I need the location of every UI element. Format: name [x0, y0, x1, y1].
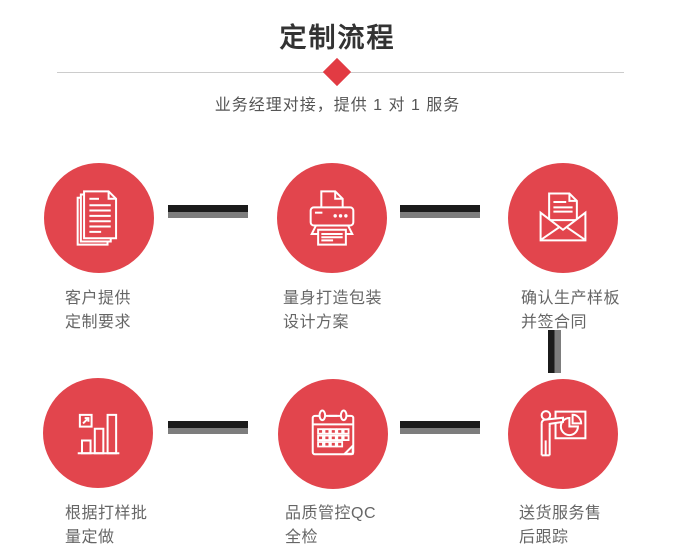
connector-vertical [548, 330, 561, 373]
subtitle: 业务经理对接，提供 1 对 1 服务 [214, 97, 461, 114]
calendar-icon [301, 402, 365, 466]
connector-horizontal [400, 205, 480, 218]
step-circle-1 [44, 163, 154, 273]
page-title: 定制流程 [279, 23, 396, 53]
diamond-icon [322, 57, 352, 87]
step-label-3: 确认生产样板 并签合同 [521, 290, 621, 331]
step-circle-3 [508, 163, 618, 273]
step-circle-4 [43, 378, 153, 488]
connector-horizontal [168, 421, 248, 434]
step-label-1: 客户提供 定制要求 [65, 290, 132, 331]
step-circle-2 [277, 163, 387, 273]
bar-chart-icon [66, 401, 130, 465]
connector-horizontal [400, 421, 480, 434]
documents-icon [67, 186, 131, 250]
step-label-4: 根据打样批 量定做 [65, 505, 148, 546]
step-label-6: 送货服务售 后跟踪 [519, 505, 602, 546]
step-circle-6 [508, 379, 618, 489]
step-label-2: 量身打造包装 设计方案 [283, 290, 383, 331]
step-circle-5 [278, 379, 388, 489]
connector-horizontal [168, 205, 248, 218]
printer-icon [300, 186, 364, 250]
presenter-icon [531, 402, 595, 466]
step-label-5: 品质管控QC 全检 [285, 505, 377, 546]
envelope-icon [531, 186, 595, 250]
